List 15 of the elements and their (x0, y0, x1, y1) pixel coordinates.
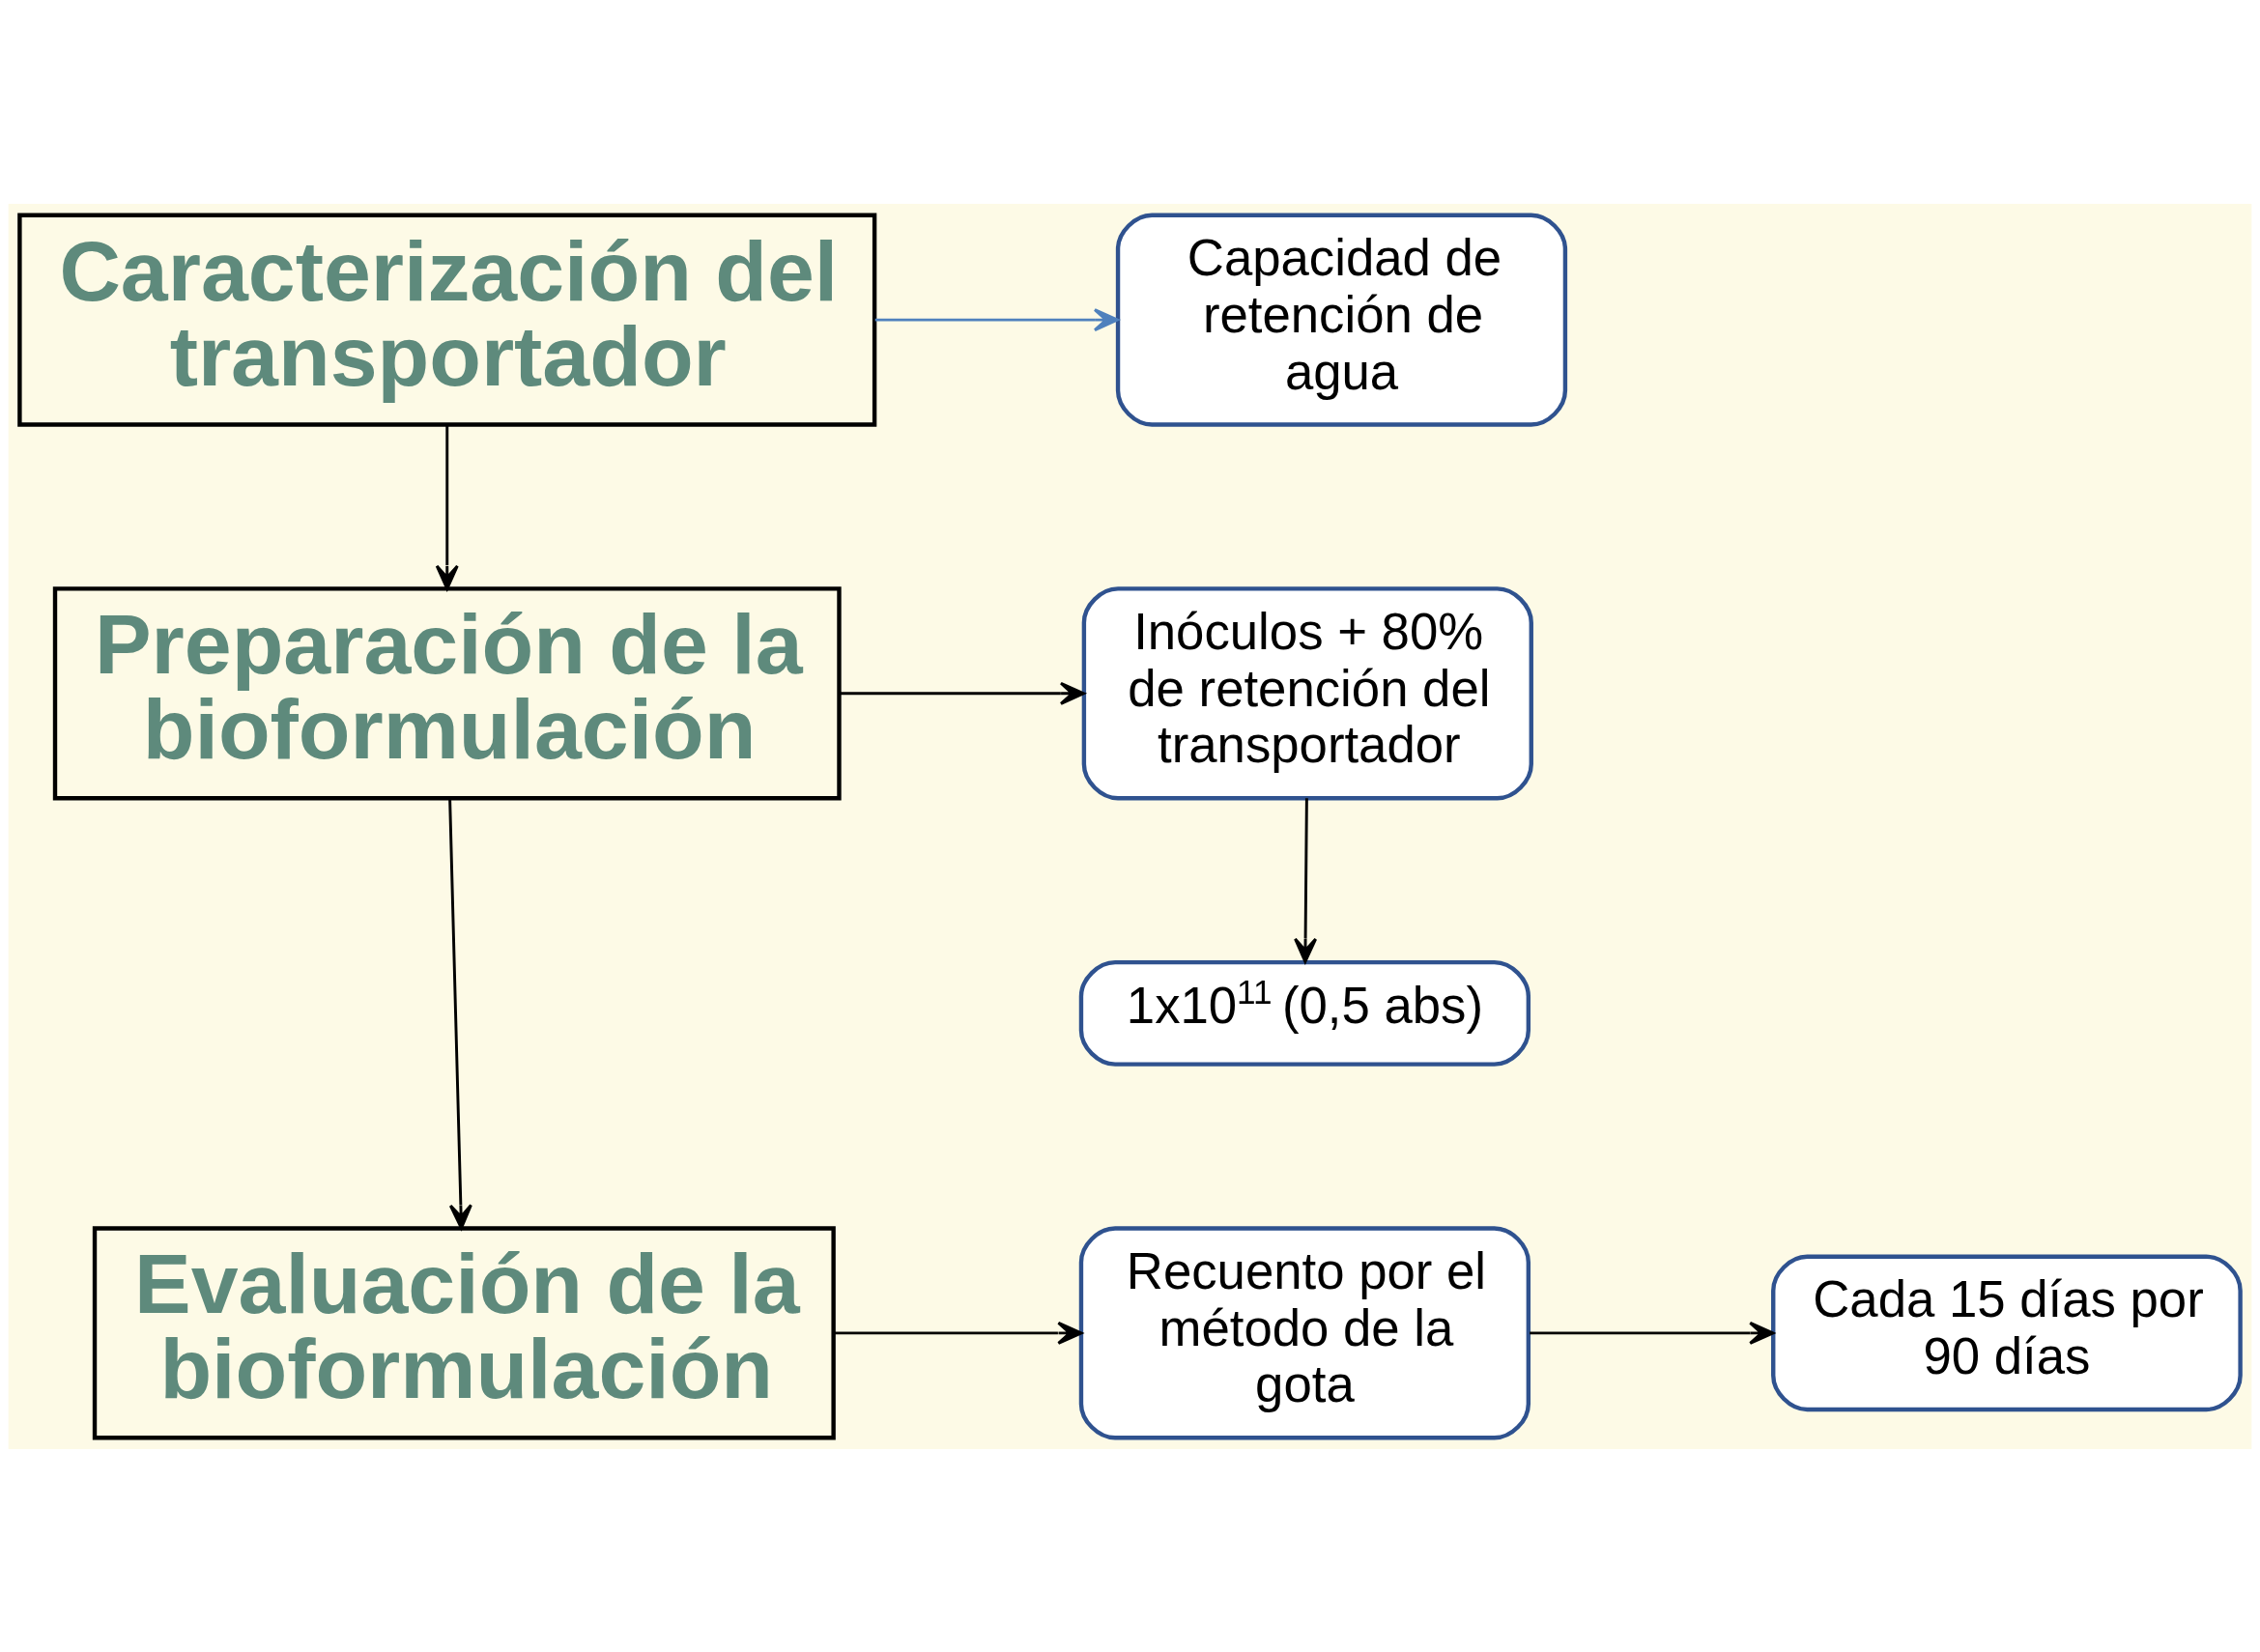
arrow (448, 799, 472, 1230)
node-box: Capacidad de retención de agua (1115, 213, 1568, 427)
node-box: Inóculos + 80% de retención del transportador (1081, 585, 1533, 800)
node-box: 1x10$^{11}$ (0,5 abs) (1078, 959, 1531, 1067)
node-box: Caracterización del transportador (17, 213, 877, 427)
arrow (1530, 1321, 1775, 1345)
arrow (1294, 797, 1318, 963)
node-box: Evaluación de la bioformulación (92, 1225, 836, 1439)
arrow (874, 307, 1119, 331)
arrow (833, 1321, 1083, 1345)
arrow (839, 681, 1085, 705)
node-box: Recuento por el método de la gota (1078, 1225, 1531, 1439)
node-box: Cada 15 días por 90 días (1771, 1254, 2243, 1411)
node-box: Preparación de la bioformulación (52, 585, 842, 800)
arrow (435, 424, 459, 590)
